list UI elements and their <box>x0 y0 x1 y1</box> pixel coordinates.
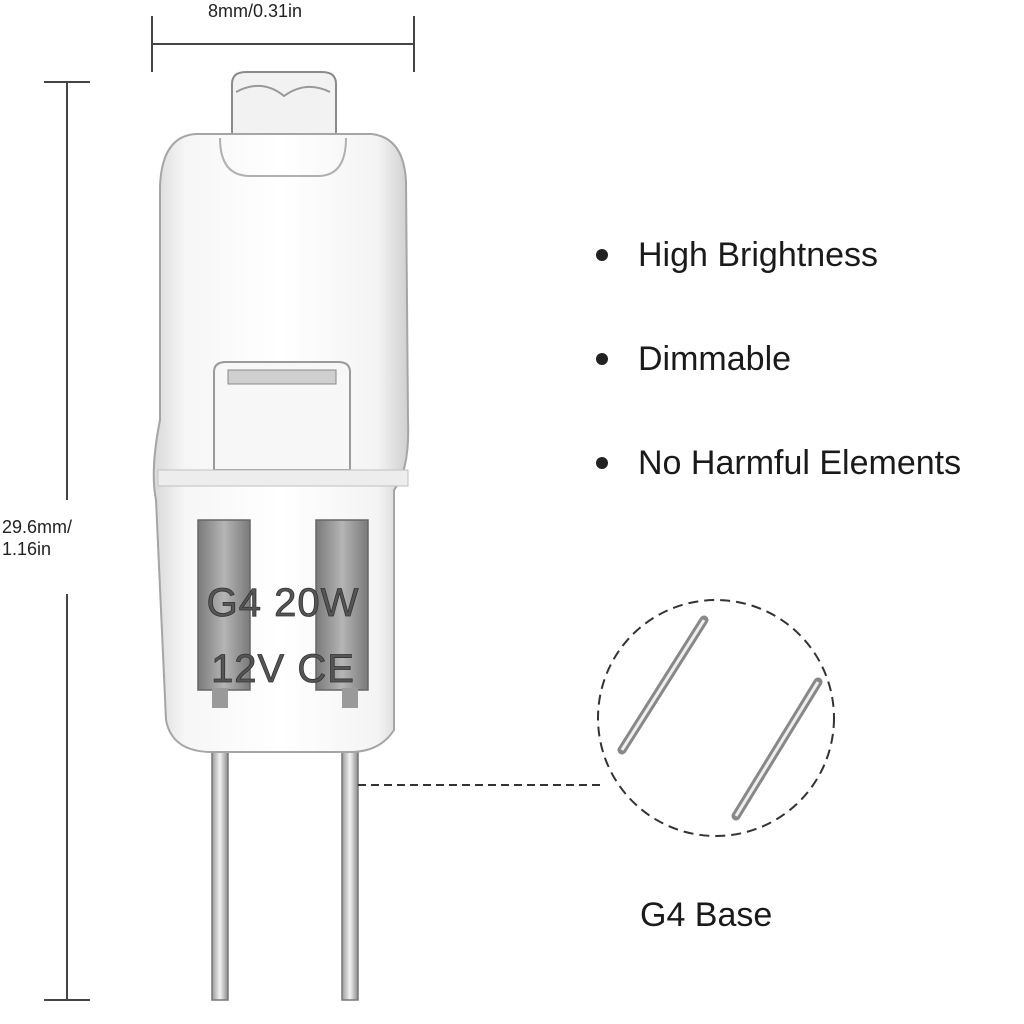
feature-item: No Harmful Elements <box>596 436 961 490</box>
width-dimension-line <box>151 16 415 72</box>
base-callout <box>358 599 835 837</box>
feature-item: Dimmable <box>596 332 961 386</box>
feature-label: High Brightness <box>638 235 879 274</box>
feature-label: Dimmable <box>638 339 792 378</box>
feature-list: High Brightness Dimmable No Harmful Elem… <box>596 228 961 540</box>
bulb-glass <box>152 71 410 753</box>
height-dimension-in: 1.16in <box>2 539 52 559</box>
callout-label: G4 Base <box>640 896 773 934</box>
feature-label: No Harmful Elements <box>638 443 962 482</box>
height-dimension-label: 29.6mm/ 1.16in <box>2 516 142 560</box>
height-dimension-mm: 29.6mm/ <box>2 517 73 537</box>
bullet-icon <box>596 457 608 469</box>
bullet-icon <box>596 249 608 261</box>
feature-item: High Brightness <box>596 228 961 282</box>
bullet-icon <box>596 353 608 365</box>
bulb-marking-line1: G4 20W <box>207 581 360 625</box>
callout-pin-detail <box>617 615 823 821</box>
bulb-marking-line2: 12V CE <box>211 647 355 691</box>
height-dimension-line <box>44 81 90 1001</box>
width-dimension-label: 8mm/0.31in <box>208 1 303 21</box>
